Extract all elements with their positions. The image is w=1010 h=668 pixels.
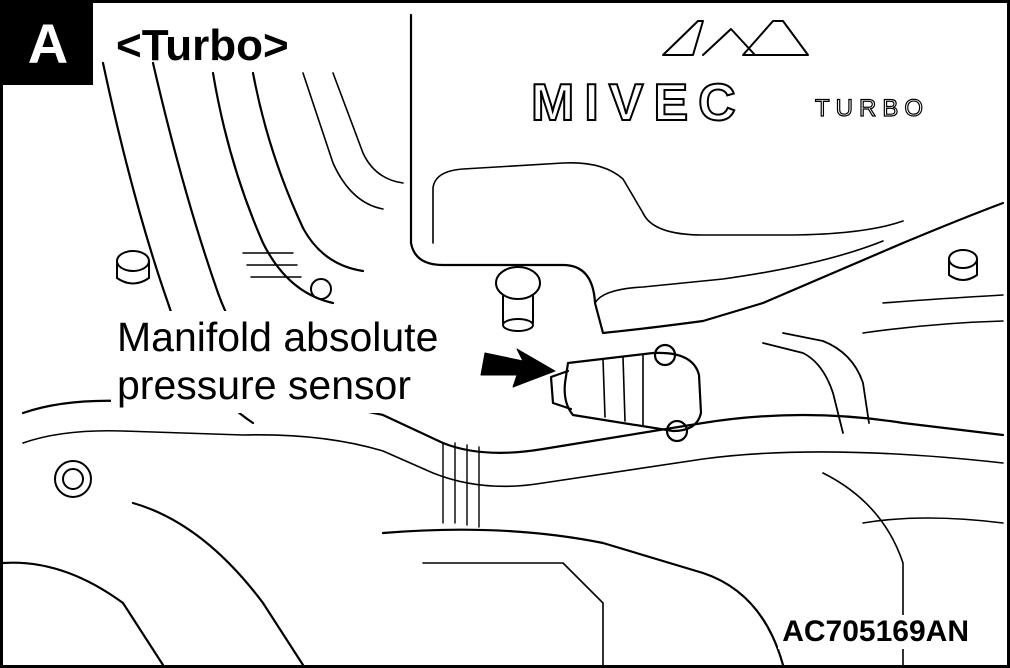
bolt-right — [948, 249, 978, 281]
map-sensor — [549, 343, 703, 443]
section-badge: A — [3, 3, 93, 85]
bolt-center — [495, 266, 541, 332]
component-callout: Manifold absolute pressure sensor — [111, 311, 447, 413]
engine-line-art — [3, 13, 1005, 665]
lower-bracket — [21, 399, 1005, 454]
callout-line-1: Manifold absolute — [117, 314, 439, 360]
logo-emblem — [662, 20, 809, 56]
bolt-left — [116, 250, 150, 285]
engine-cover — [409, 13, 1005, 335]
figure-code: AC705169AN — [778, 615, 973, 649]
variant-label: <Turbo> — [116, 21, 289, 70]
callout-line-2: pressure sensor — [117, 362, 411, 408]
arrow-right-icon — [480, 348, 556, 388]
logo-turbo-text: TURBO — [814, 94, 929, 122]
logo-mivec-text: MIVEC — [530, 73, 746, 133]
